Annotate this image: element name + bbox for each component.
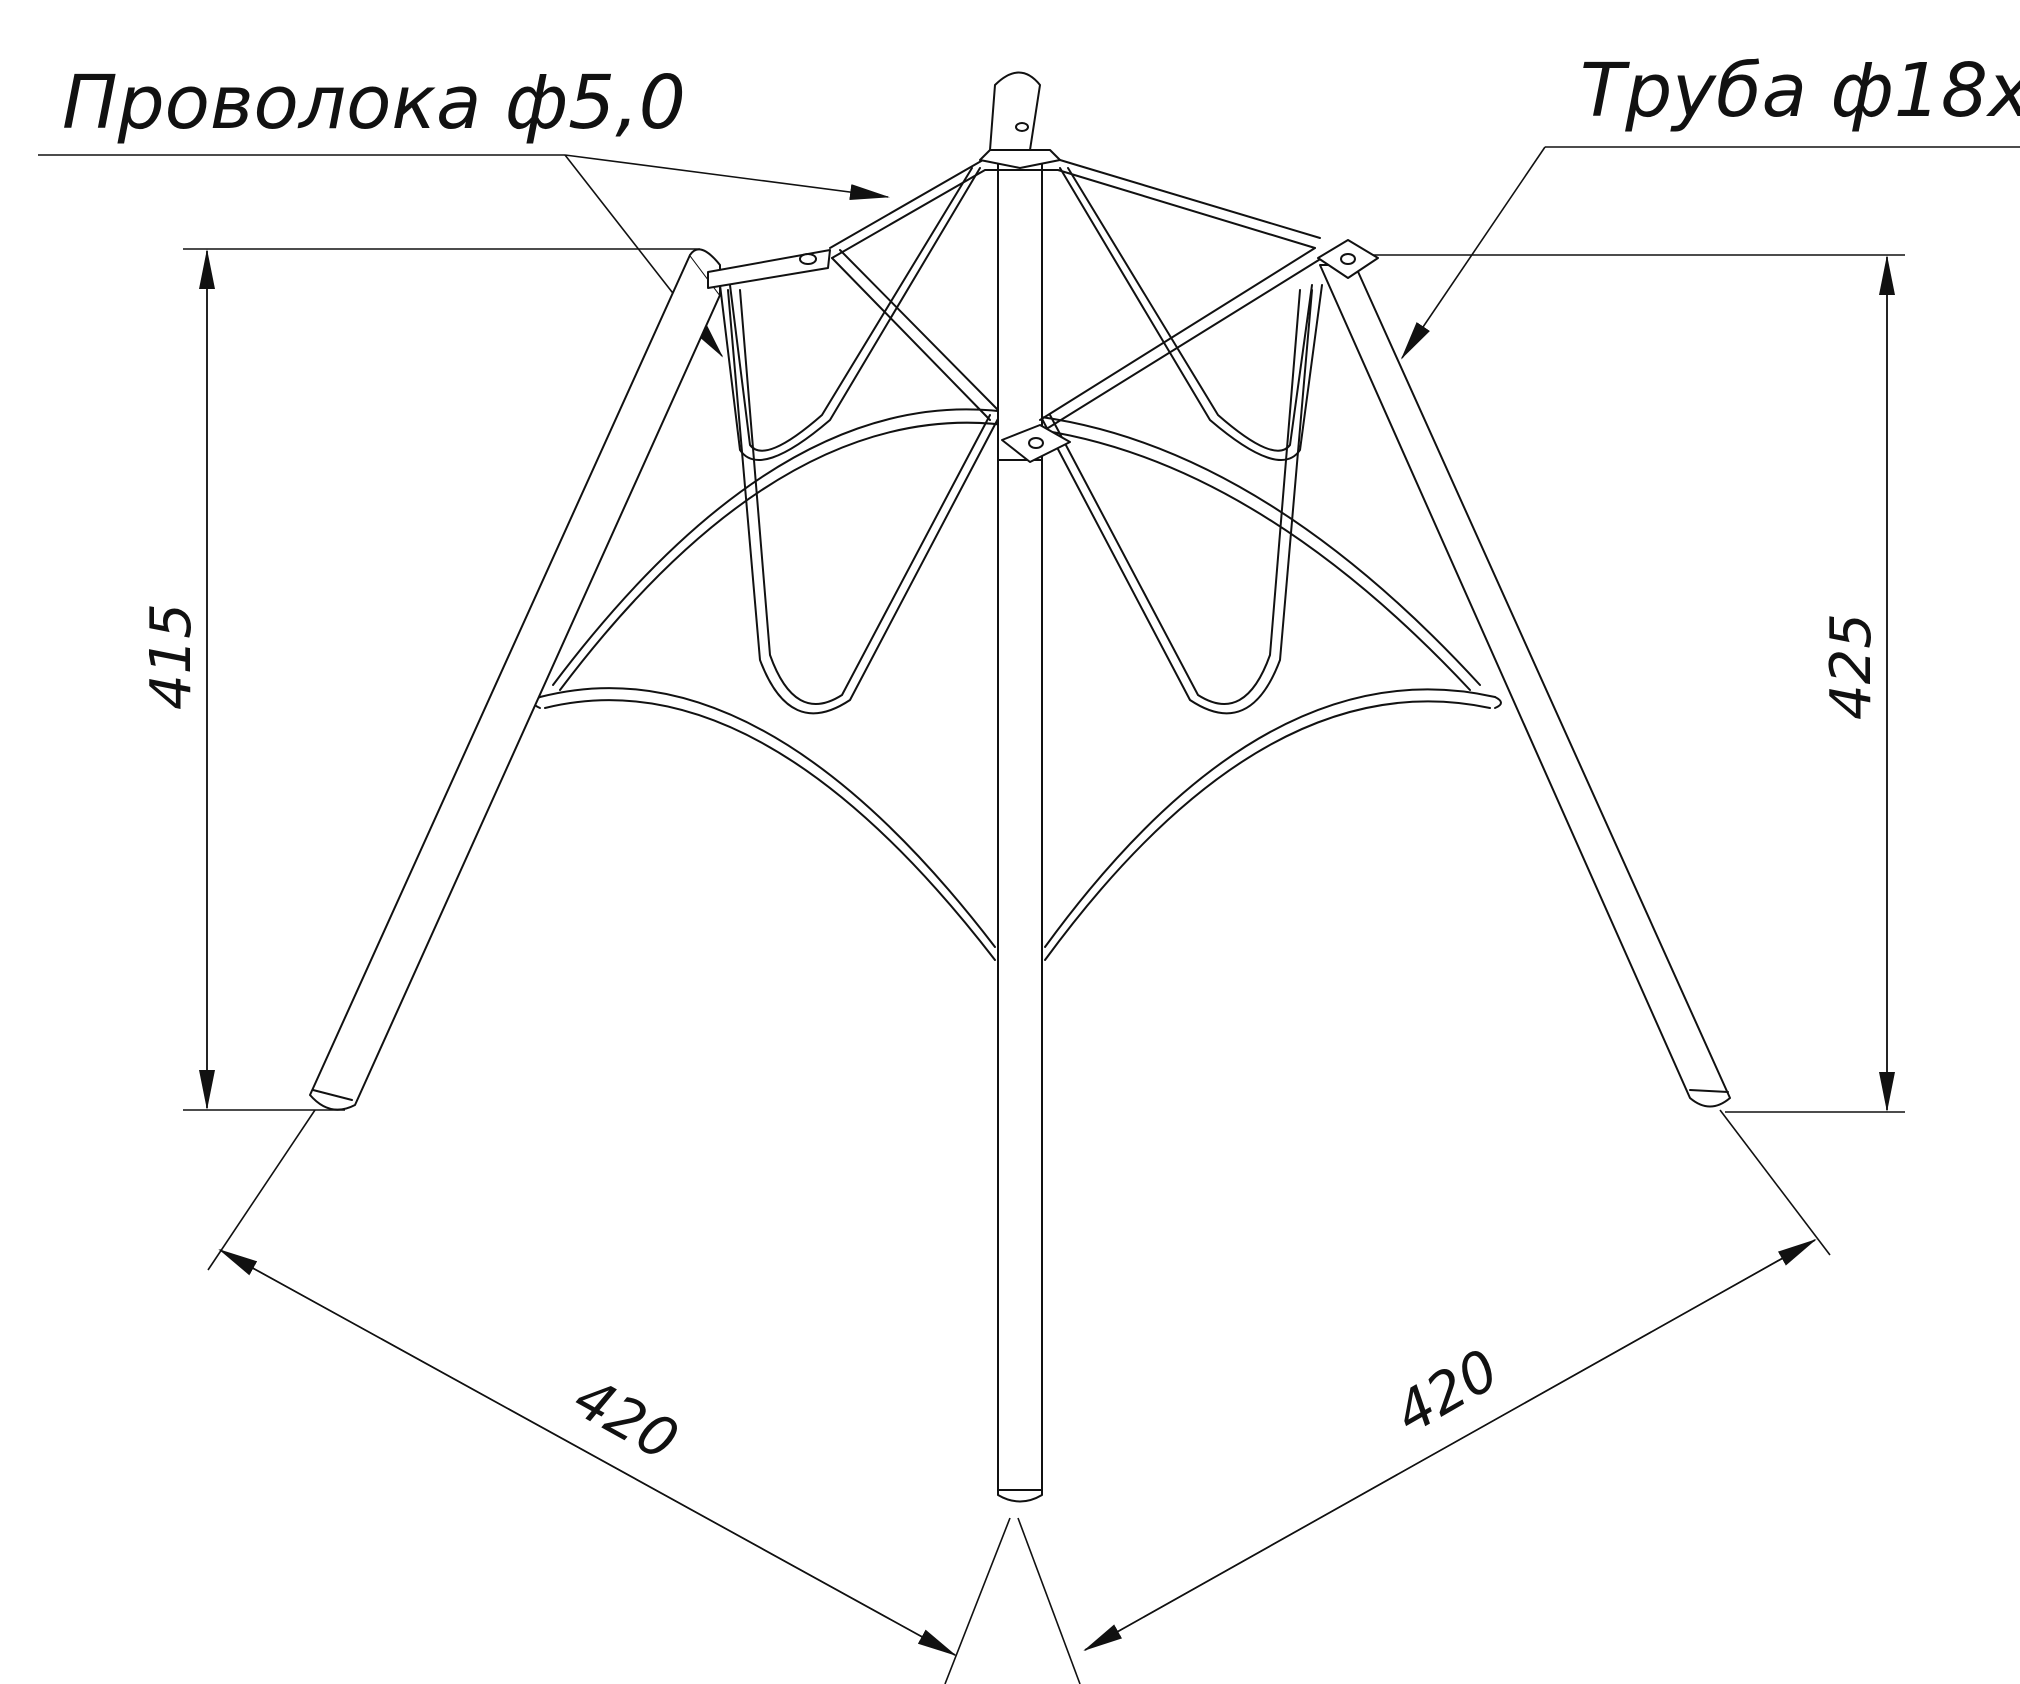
right-height-dimension [1360,254,1905,1113]
mounting-plate-right [1317,239,1379,279]
mounting-plate-left [707,249,831,289]
wire-label: Проволока ф5,0 [62,60,686,146]
left-leg [309,248,721,1111]
chair-base-frame [309,71,1731,1503]
wire-strut-left [719,167,1001,715]
left-span-dimension [207,1109,1011,1684]
wire-label-group [38,154,890,358]
tube-label: Труба ф18х1,5 [1580,48,2020,134]
right-height-value: 425 [1819,613,1884,720]
right-span-value: 420 [1385,1337,1510,1447]
center-leg [997,159,1043,1503]
tube-label-group [1400,146,2020,360]
back-leg-top [989,71,1041,151]
wire-strut-right [1039,167,1323,715]
right-leg [1319,264,1731,1108]
right-span-dimension [1017,1109,1831,1684]
wire-arcs [533,408,1502,961]
mounting-plate-top [979,149,1061,169]
left-span-value: 420 [563,1365,688,1474]
mounting-plate-center [1001,424,1071,463]
left-height-value: 415 [139,603,204,710]
left-height-dimension [183,248,700,1111]
top-wire-frame [829,159,1323,429]
